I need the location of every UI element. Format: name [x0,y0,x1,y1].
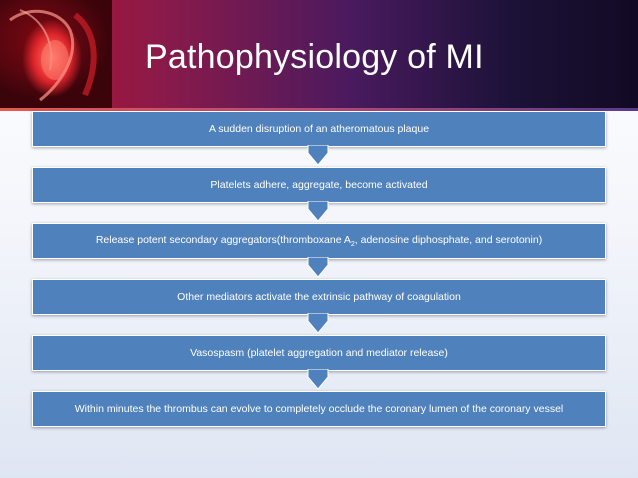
flow-step-6: Within minutes the thrombus can evolve t… [32,391,606,427]
title-banner: Pathophysiology of MI [0,0,638,111]
flow-step-3: Release potent secondary aggregators(thr… [32,223,606,259]
down-arrow-icon [307,257,329,278]
flow-step-1-label: A sudden disruption of an atheromatous p… [208,123,430,135]
flow-step-2: Platelets adhere, aggregate, become acti… [32,167,606,203]
flow-step-3-text-after: , adenosine diphosphate, and serotonin) [354,233,543,246]
down-arrow-icon [307,145,329,166]
heart-illustration-icon [0,0,112,111]
flow-step-3-label: Release potent secondary aggregators(thr… [96,234,542,248]
flow-step-3-subscript: 2 [350,241,355,249]
down-arrow-icon [307,369,329,390]
down-arrow-icon [307,313,329,334]
flow-step-6-label: Within minutes the thrombus can evolve t… [74,403,564,415]
flow-step-4-label: Other mediators activate the extrinsic p… [177,291,461,303]
slide-title: Pathophysiology of MI [145,38,484,76]
flow-step-5: Vasospasm (platelet aggregation and medi… [32,335,606,371]
flow-step-5-label: Vasospasm (platelet aggregation and medi… [190,347,448,359]
down-arrow-icon [307,201,329,222]
flow-step-3-text-before: Release potent secondary aggregators(thr… [95,233,351,246]
flow-step-4: Other mediators activate the extrinsic p… [32,279,606,315]
flow-step-2-label: Platelets adhere, aggregate, become acti… [210,179,428,191]
flow-step-1: A sudden disruption of an atheromatous p… [32,111,606,147]
